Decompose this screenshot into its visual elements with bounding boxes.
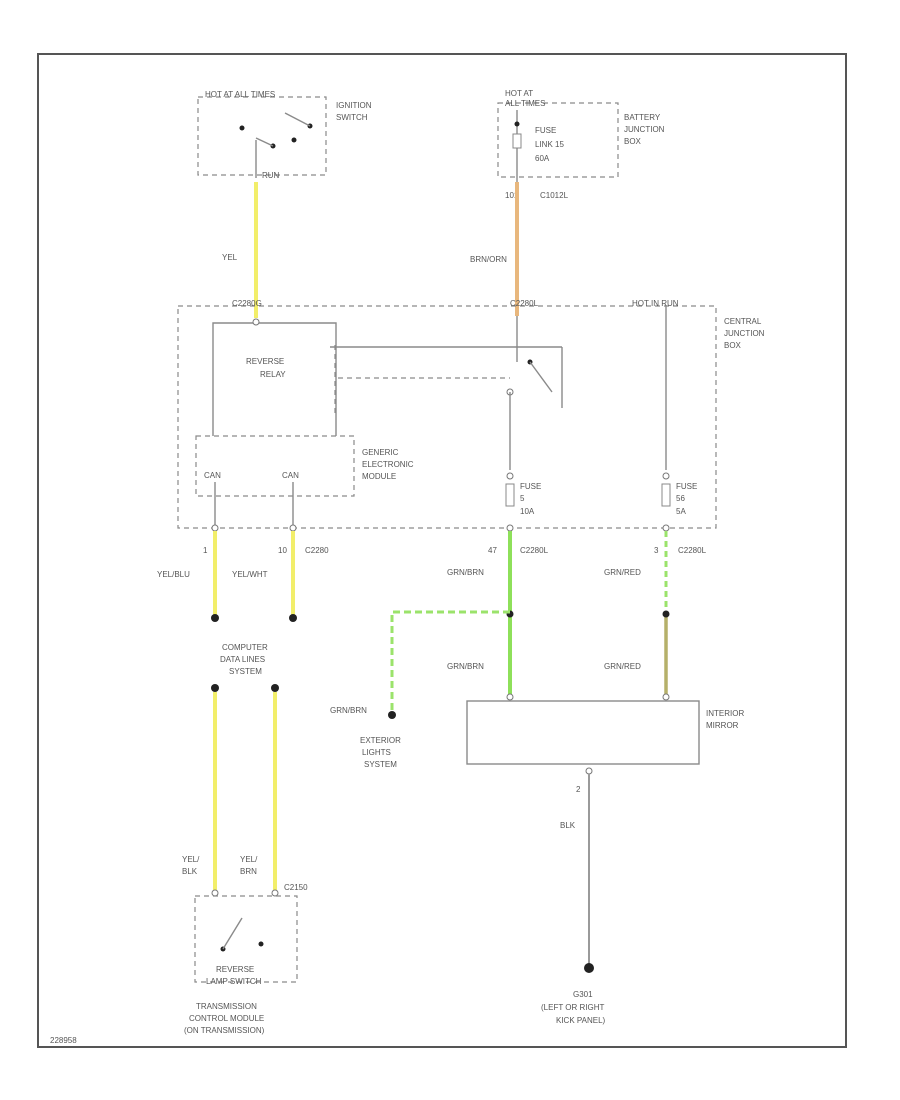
ignition-pin-label: RUN	[262, 171, 280, 180]
svg-text:GRN/BRN: GRN/BRN	[447, 662, 484, 671]
figure-id: 228958	[50, 1036, 77, 1045]
svg-text:RELAY: RELAY	[260, 370, 286, 379]
svg-text:IGNITION: IGNITION	[336, 101, 372, 110]
svg-text:C1012L: C1012L	[540, 191, 569, 200]
reverse-lamp-switch: C2150 REVERSE LAMP SWITCH TRANSMISSION C…	[184, 883, 308, 1035]
svg-text:REVERSE: REVERSE	[246, 357, 284, 366]
svg-text:ELECTRONIC: ELECTRONIC	[362, 460, 414, 469]
svg-text:YEL/: YEL/	[182, 855, 200, 864]
svg-text:REVERSE: REVERSE	[216, 965, 254, 974]
svg-text:JUNCTION: JUNCTION	[624, 125, 665, 134]
svg-text:C2280L: C2280L	[678, 546, 707, 555]
svg-text:CAN: CAN	[204, 471, 221, 480]
svg-text:YEL/WHT: YEL/WHT	[232, 570, 268, 579]
svg-text:ALL TIMES: ALL TIMES	[505, 99, 545, 108]
svg-text:3: 3	[654, 546, 659, 555]
svg-text:(ON TRANSMISSION): (ON TRANSMISSION)	[184, 1026, 265, 1035]
svg-text:JUNCTION: JUNCTION	[724, 329, 765, 338]
svg-text:1: 1	[203, 546, 208, 555]
svg-text:GRN/RED: GRN/RED	[604, 662, 641, 671]
diagram-frame	[37, 53, 847, 1048]
svg-text:MIRROR: MIRROR	[706, 721, 739, 730]
svg-text:LINK 15: LINK 15	[535, 140, 564, 149]
svg-text:C2280L: C2280L	[510, 299, 539, 308]
svg-text:BLK: BLK	[560, 821, 576, 830]
ignition-switch: HOT AT ALL TIMES RUN IGNITION SWITCH	[197, 90, 372, 180]
svg-text:CAN: CAN	[282, 471, 299, 480]
svg-text:2: 2	[576, 785, 581, 794]
svg-text:FUSE: FUSE	[676, 482, 697, 491]
svg-text:BLK: BLK	[182, 867, 198, 876]
svg-text:YEL: YEL	[222, 253, 238, 262]
svg-text:YEL/: YEL/	[240, 855, 258, 864]
svg-text:TRANSMISSION: TRANSMISSION	[196, 1002, 257, 1011]
wire-exterior-branch	[390, 610, 510, 714]
svg-text:101: 101	[505, 191, 519, 200]
svg-text:GENERIC: GENERIC	[362, 448, 399, 457]
svg-text:HOT IN RUN: HOT IN RUN	[632, 299, 679, 308]
svg-text:GRN/BRN: GRN/BRN	[447, 568, 484, 577]
battery-junction-box: HOT AT ALL TIMES FUSE LINK 15 60A BATTER…	[497, 89, 665, 200]
svg-text:56: 56	[676, 494, 685, 503]
svg-text:10A: 10A	[520, 507, 535, 516]
svg-text:GRN/RED: GRN/RED	[604, 568, 641, 577]
ignition-hot-label: HOT AT ALL TIMES	[205, 90, 275, 99]
svg-text:5A: 5A	[676, 507, 686, 516]
svg-text:INTERIOR: INTERIOR	[706, 709, 744, 718]
svg-text:47: 47	[488, 546, 497, 555]
svg-text:BATTERY: BATTERY	[624, 113, 661, 122]
svg-text:BOX: BOX	[624, 137, 642, 146]
svg-text:BOX: BOX	[724, 341, 742, 350]
svg-text:GRN/BRN: GRN/BRN	[330, 706, 367, 715]
svg-text:C2280L: C2280L	[520, 546, 549, 555]
svg-text:CENTRAL: CENTRAL	[724, 317, 762, 326]
svg-text:SYSTEM: SYSTEM	[229, 667, 262, 676]
svg-text:YEL/BLU: YEL/BLU	[157, 570, 190, 579]
svg-text:HOT AT: HOT AT	[505, 89, 533, 98]
svg-text:MODULE: MODULE	[362, 472, 396, 481]
svg-text:SWITCH: SWITCH	[336, 113, 368, 122]
svg-text:BRN/ORN: BRN/ORN	[470, 255, 507, 264]
svg-text:CONTROL MODULE: CONTROL MODULE	[189, 1014, 264, 1023]
svg-text:C2280: C2280	[305, 546, 329, 555]
svg-text:10: 10	[278, 546, 287, 555]
central-junction-box: C2280G C2280L HOT IN RUN CENTRAL JUNCTIO…	[177, 299, 765, 529]
svg-text:(LEFT OR RIGHT: (LEFT OR RIGHT	[541, 1003, 605, 1012]
svg-text:EXTERIOR: EXTERIOR	[360, 736, 401, 745]
svg-text:C2150: C2150	[284, 883, 308, 892]
svg-text:KICK PANEL): KICK PANEL)	[556, 1016, 606, 1025]
svg-text:5: 5	[520, 494, 525, 503]
svg-text:LIGHTS: LIGHTS	[362, 748, 391, 757]
ground-point	[584, 963, 594, 973]
svg-text:DATA LINES: DATA LINES	[220, 655, 265, 664]
interior-mirror: INTERIOR MIRROR	[466, 693, 744, 775]
svg-text:BRN: BRN	[240, 867, 257, 876]
svg-text:G301: G301	[573, 990, 593, 999]
svg-text:LAMP SWITCH: LAMP SWITCH	[206, 977, 262, 986]
svg-text:60A: 60A	[535, 154, 550, 163]
svg-text:FUSE: FUSE	[520, 482, 541, 491]
svg-text:FUSE: FUSE	[535, 126, 556, 135]
svg-text:C2280G: C2280G	[232, 299, 262, 308]
svg-text:COMPUTER: COMPUTER	[222, 643, 268, 652]
svg-text:SYSTEM: SYSTEM	[364, 760, 397, 769]
